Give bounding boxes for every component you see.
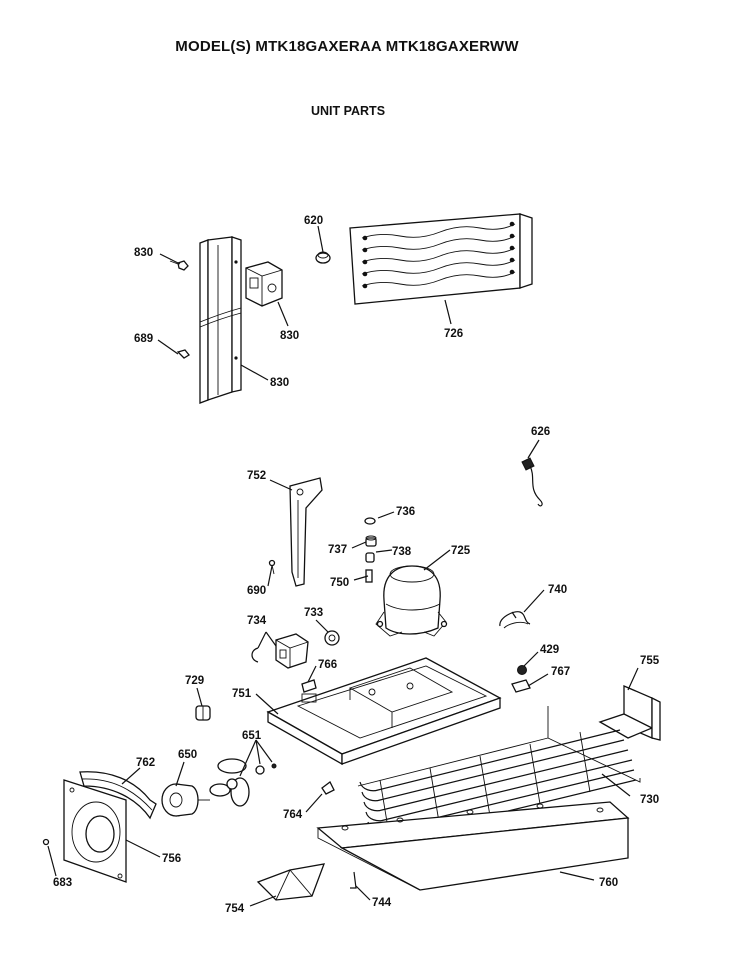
callout-754: 754 <box>225 903 245 915</box>
callout-736: 736 <box>396 506 415 518</box>
callout-726: 726 <box>444 328 463 340</box>
clip-734-part <box>251 647 259 663</box>
callout-734: 734 <box>247 615 267 627</box>
leader-lines <box>47 225 639 907</box>
callout-labels: 830 620 689 830 726 830 626 752 736 737 … <box>53 215 660 915</box>
callout-830-channel: 830 <box>270 377 289 389</box>
callout-737: 737 <box>328 544 347 556</box>
machine-compartment-base-751-part <box>266 657 502 766</box>
callout-744: 744 <box>372 897 392 909</box>
drain-pan-760-part <box>316 801 630 891</box>
callout-620: 620 <box>304 215 323 227</box>
screw-689-part <box>176 349 190 359</box>
callout-733: 733 <box>304 607 323 619</box>
callout-766: 766 <box>318 659 337 671</box>
screw-830-part <box>169 260 189 271</box>
diagram-title: MODEL(S) MTK18GAXERAA MTK18GAXERWW <box>175 38 519 55</box>
callout-764: 764 <box>283 809 303 821</box>
callout-730: 730 <box>640 794 659 806</box>
callout-725: 725 <box>451 545 471 557</box>
fan-nut-651-part <box>255 763 277 775</box>
callout-755: 755 <box>640 655 660 667</box>
callout-830-screw: 830 <box>134 247 153 259</box>
grommet-729-part <box>195 705 211 721</box>
callout-740: 740 <box>548 584 567 596</box>
fan-shroud-756-part <box>63 779 127 883</box>
callout-767: 767 <box>551 666 570 678</box>
callout-738: 738 <box>392 546 412 558</box>
callout-689: 689 <box>134 333 153 345</box>
callout-830-relay: 830 <box>280 330 299 342</box>
screw-764-part <box>321 781 335 795</box>
callout-729: 729 <box>185 675 204 687</box>
bracket-754-part <box>256 863 326 901</box>
fan-motor-650-part <box>161 783 210 817</box>
diagram-subtitle: UNIT PARTS <box>310 104 386 118</box>
callout-690: 690 <box>247 585 266 597</box>
power-cord-626-part <box>521 457 543 507</box>
callout-760: 760 <box>599 877 618 889</box>
callout-756: 756 <box>162 853 181 865</box>
callout-650: 650 <box>178 749 197 761</box>
relay-734-part <box>275 633 309 669</box>
callout-429: 429 <box>540 644 559 656</box>
callout-751: 751 <box>232 688 252 700</box>
callout-683: 683 <box>53 877 72 889</box>
grommet-737-part <box>365 535 377 547</box>
sleeve-738-part <box>365 552 375 563</box>
tube-740-part <box>499 611 531 629</box>
callout-762: 762 <box>136 757 155 769</box>
bracket-755-part <box>598 685 661 741</box>
callout-750: 750 <box>330 577 349 589</box>
clip-744-part <box>350 871 357 889</box>
relay-box-part <box>245 261 283 307</box>
callout-651: 651 <box>242 730 262 742</box>
screw-429-part <box>517 665 527 675</box>
clip-767-part <box>511 679 531 693</box>
fan-blade-651-part <box>209 758 250 807</box>
overload-733-part <box>324 630 340 646</box>
duct-762-part <box>79 771 157 820</box>
screw-683-part <box>42 838 50 846</box>
grommet-620-part <box>315 251 331 264</box>
callout-626: 626 <box>531 426 550 438</box>
evaporator-726-part <box>349 213 533 305</box>
clip-766-part <box>301 679 317 693</box>
compressor-bracket-752-part <box>289 477 323 587</box>
compressor-725-part <box>375 565 448 637</box>
clip-736-part <box>364 517 376 525</box>
channel-bracket-part <box>199 236 242 404</box>
callout-752: 752 <box>247 470 266 482</box>
